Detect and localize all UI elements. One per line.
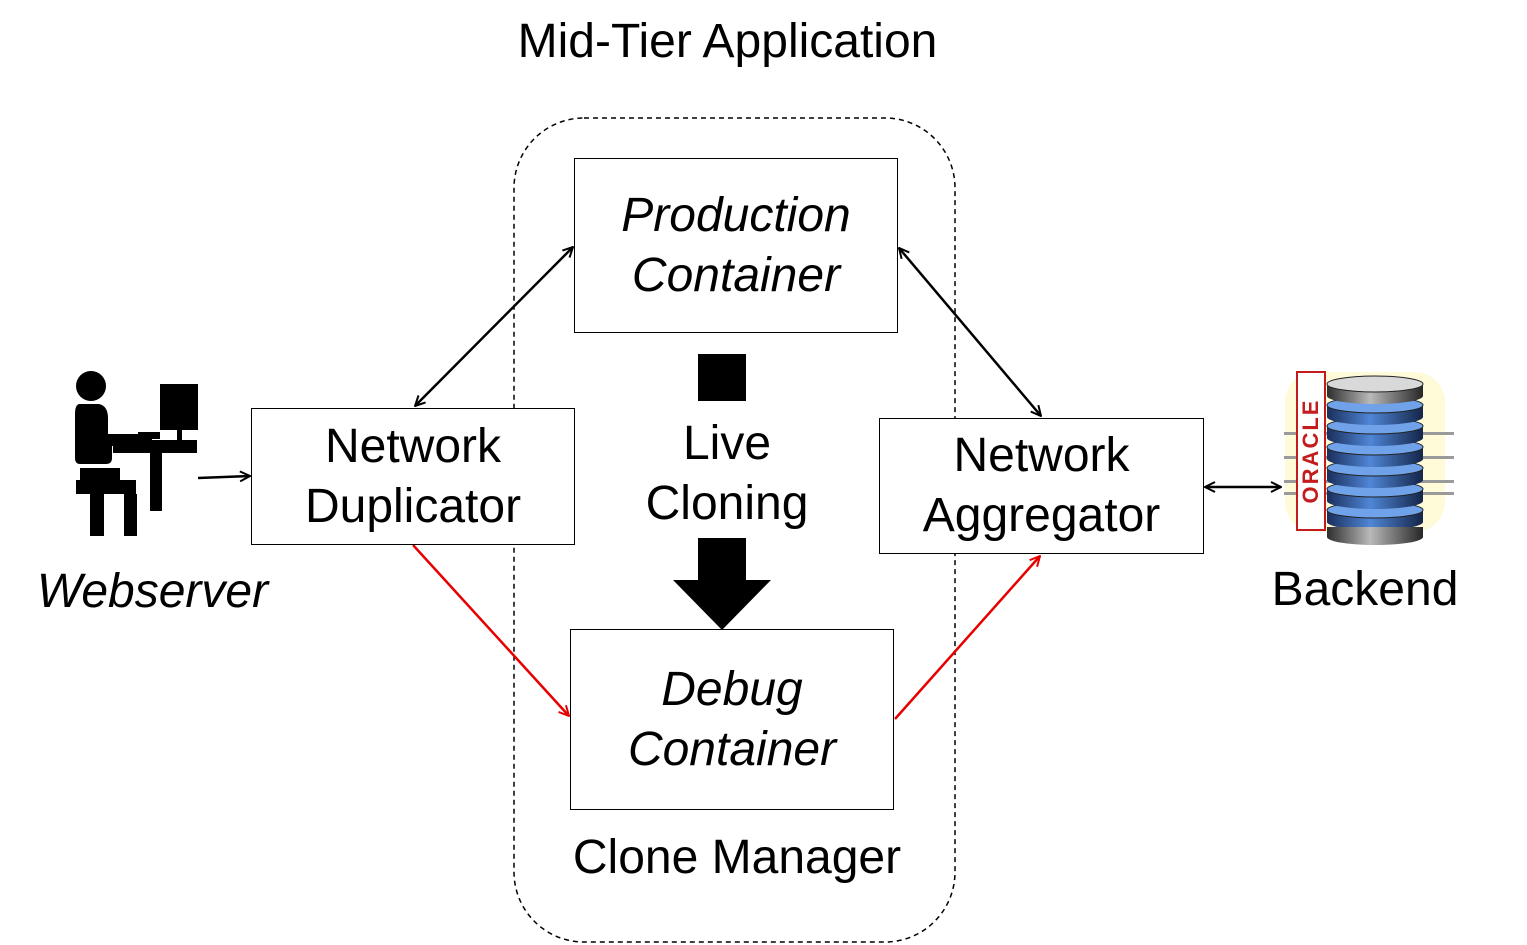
debug-container-box: Debug Container	[570, 629, 894, 810]
live-cloning-label: Live Cloning	[622, 414, 832, 534]
arrow-production-aggregator	[899, 248, 1041, 416]
arrow-duplicator-debug	[412, 544, 569, 716]
webserver-icon	[75, 371, 198, 536]
production-container-box: Production Container	[574, 158, 898, 333]
network-aggregator-box: Network Aggregator	[879, 418, 1204, 554]
database-disc-top	[1326, 375, 1424, 393]
arrow-debug-aggregator	[894, 556, 1040, 720]
duplicator-line1: Network	[324, 419, 502, 473]
arrow-duplicator-production	[415, 247, 573, 406]
aggregator-line2: Aggregator	[922, 489, 1161, 542]
live-cloning-line1: Live	[682, 417, 772, 470]
production-line1: Production	[621, 188, 851, 242]
live-cloning-arrow	[673, 538, 771, 630]
backend-label: Backend	[1271, 563, 1459, 616]
diagram-title: Mid-Tier Application	[517, 15, 938, 68]
aggregator-line1: Network	[953, 429, 1130, 482]
live-cloning-square	[698, 354, 746, 401]
production-line2: Container	[631, 248, 841, 302]
live-cloning-line2: Cloning	[645, 477, 809, 530]
oracle-database-icon: ORACLE	[1284, 371, 1454, 545]
debug-line2: Container	[627, 722, 837, 776]
arrow-webserver-duplicator	[197, 476, 250, 478]
network-duplicator-box: Network Duplicator	[251, 408, 575, 545]
database-base	[1327, 527, 1423, 545]
duplicator-line2: Duplicator	[304, 479, 522, 533]
clone-manager-label: Clone Manager	[572, 831, 902, 884]
webserver-label: Webserver	[36, 565, 269, 618]
debug-line1: Debug	[661, 662, 803, 716]
oracle-logo-text: ORACLE	[1298, 399, 1323, 504]
